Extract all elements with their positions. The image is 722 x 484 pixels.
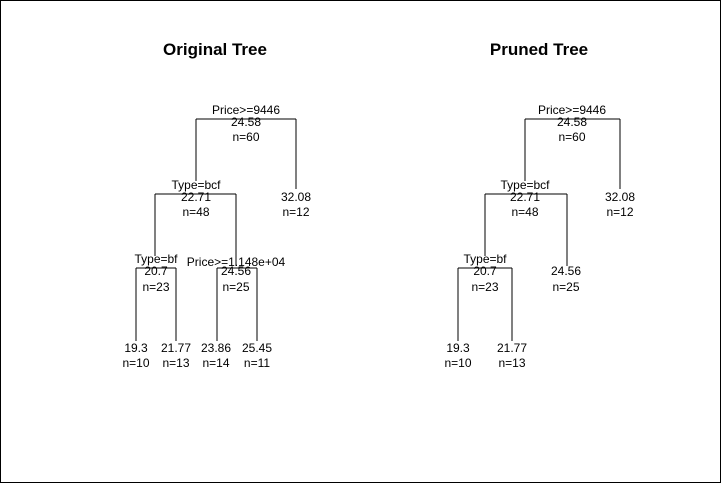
leaf-LR-count: n=25 (552, 280, 579, 294)
node-L-count: n=48 (182, 205, 209, 219)
node-L-split: Type=bcf (171, 178, 221, 192)
node-root-value: 24.58 (231, 115, 261, 129)
node-root-split: Price>=9446 (538, 103, 606, 117)
leaf-LRR-value: 25.45 (242, 341, 272, 355)
node-LL-value: 20.7 (473, 264, 497, 278)
node-LR-split: Price>=1.148e+04 (187, 255, 286, 269)
node-L-value: 22.71 (181, 190, 211, 204)
leaf-LLR-value: 21.77 (497, 341, 527, 355)
node-R-value: 32.08 (281, 190, 311, 204)
leaf-LRL-value: 23.86 (201, 341, 231, 355)
pruned-tree: Pruned Tree Price>=9446 24.58 n=60 Type=… (444, 40, 635, 370)
leaf-LRR-count: n=11 (244, 356, 270, 370)
leaf-LLR-count: n=13 (498, 356, 525, 370)
split-root-edges (195, 118, 297, 189)
split-root-edges (524, 118, 621, 189)
original-tree: Original Tree Price>=9446 24.58 n=60 Typ… (122, 40, 311, 370)
node-L-count: n=48 (511, 205, 538, 219)
leaf-LLL-count: n=10 (122, 356, 149, 370)
split-L-edges (154, 193, 237, 266)
split-LL-edges (135, 267, 177, 341)
leaf-LLR-count: n=13 (162, 356, 189, 370)
node-LL-value: 20.7 (144, 264, 168, 278)
node-root-split: Price>=9446 (212, 103, 280, 117)
leaf-LR-value: 24.56 (551, 264, 581, 278)
split-LL-edges (457, 267, 513, 341)
leaf-LLR-value: 21.77 (161, 341, 191, 355)
node-root-value: 24.58 (557, 115, 587, 129)
leaf-LRL-count: n=14 (202, 356, 229, 370)
split-L-edges (484, 193, 568, 266)
node-LR-count: n=25 (222, 280, 249, 294)
node-R-count: n=12 (606, 205, 633, 219)
node-R-count: n=12 (282, 205, 309, 219)
node-LL-count: n=23 (142, 280, 169, 294)
original-tree-title: Original Tree (163, 40, 267, 59)
node-root-count: n=60 (232, 130, 259, 144)
node-L-split: Type=bcf (500, 178, 550, 192)
node-LL-split: Type=bf (463, 252, 507, 266)
node-LL-split: Type=bf (134, 252, 178, 266)
node-LR-value: 24.56 (221, 264, 251, 278)
node-root-count: n=60 (558, 130, 585, 144)
node-LL-count: n=23 (471, 280, 498, 294)
node-R-value: 32.08 (605, 190, 635, 204)
leaf-LLL-count: n=10 (444, 356, 471, 370)
split-LR-edges (216, 267, 258, 341)
leaf-LLL-value: 19.3 (446, 341, 470, 355)
pruned-tree-title: Pruned Tree (490, 40, 588, 59)
node-L-value: 22.71 (510, 190, 540, 204)
leaf-LLL-value: 19.3 (124, 341, 148, 355)
